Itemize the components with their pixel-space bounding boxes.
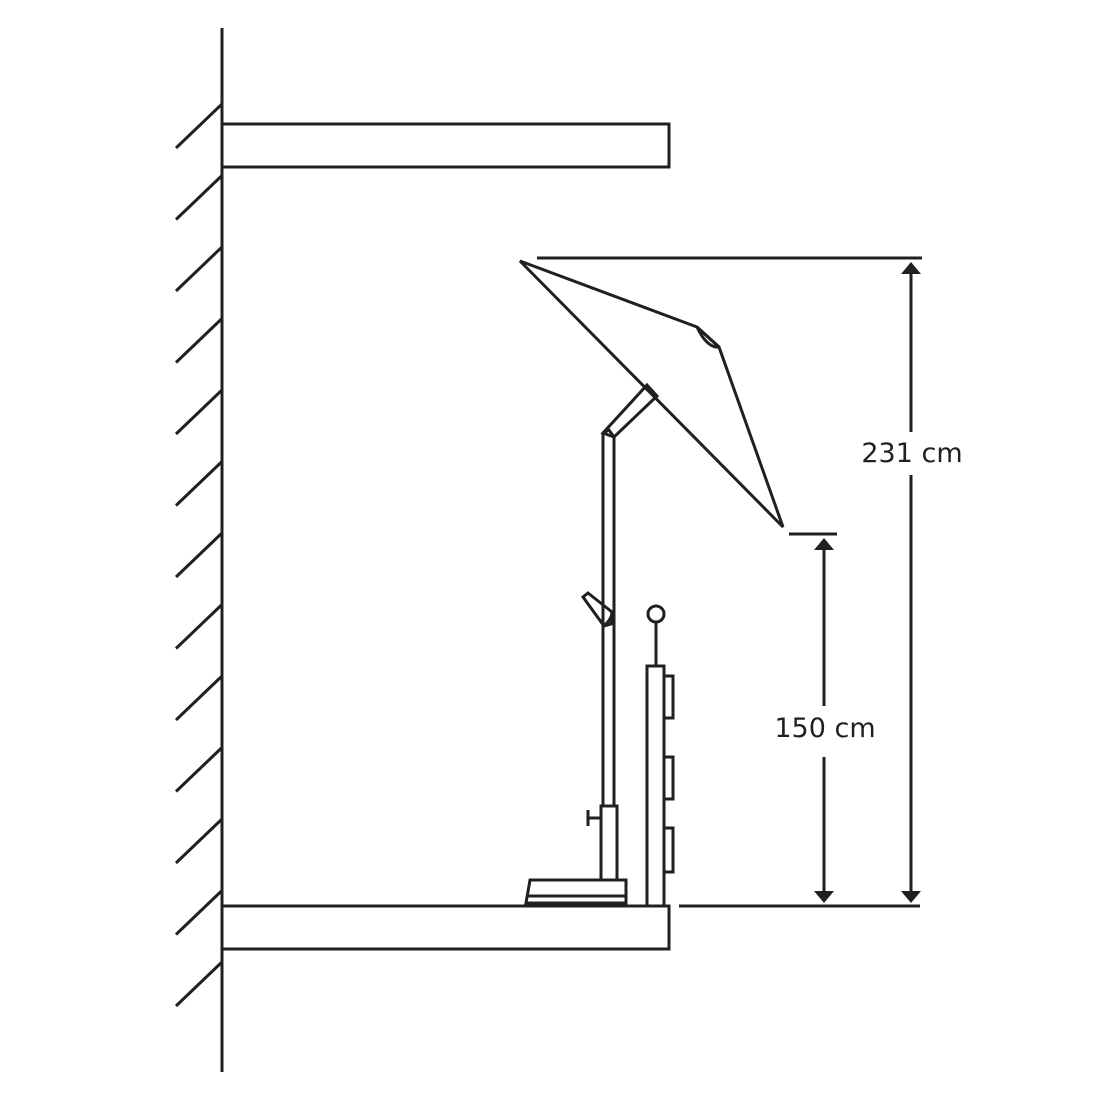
wall-hatch-mark: [174, 245, 224, 293]
wall-hatch-mark: [174, 388, 224, 436]
railing-knob: [646, 604, 666, 624]
dimension-clearance-height: 150 cm: [774, 532, 876, 903]
wall-hatch-mark: [174, 746, 224, 793]
arrow-up-icon: [901, 262, 921, 274]
arrow-up-icon: [814, 538, 834, 550]
railing-post: [645, 604, 675, 908]
wall-hatch-mark: [174, 889, 224, 936]
wall-hatch-mark: [174, 174, 224, 221]
crank-handle: [580, 591, 614, 628]
upper-balcony-slab: [220, 122, 671, 169]
umbrella-base: [524, 878, 628, 905]
arrow-down-icon: [814, 891, 834, 903]
balcony-floor-slab: [220, 904, 671, 951]
dimension-total-height: 231 cm: [537, 256, 963, 908]
wall-hatch-mark: [174, 960, 224, 1008]
total-height-label: 231 cm: [861, 438, 962, 469]
clearance-height-label: 150 cm: [774, 713, 875, 744]
wall-hatch-mark: [174, 317, 224, 364]
wall-hatch-mark: [174, 460, 224, 507]
wall-hatch-mark: [174, 817, 224, 865]
pole-sleeve: [586, 804, 619, 882]
wall-hatch-mark: [174, 674, 224, 722]
wall-hatch-mark: [174, 603, 224, 650]
arrow-down-icon: [901, 891, 921, 903]
building-wall: [174, 28, 224, 1072]
umbrella-canopy: [518, 259, 785, 529]
wall-hatch-mark: [174, 531, 224, 579]
umbrella-pole: [601, 428, 616, 806]
wall-hatching: [174, 102, 224, 1008]
wall-hatch-mark: [174, 102, 224, 150]
